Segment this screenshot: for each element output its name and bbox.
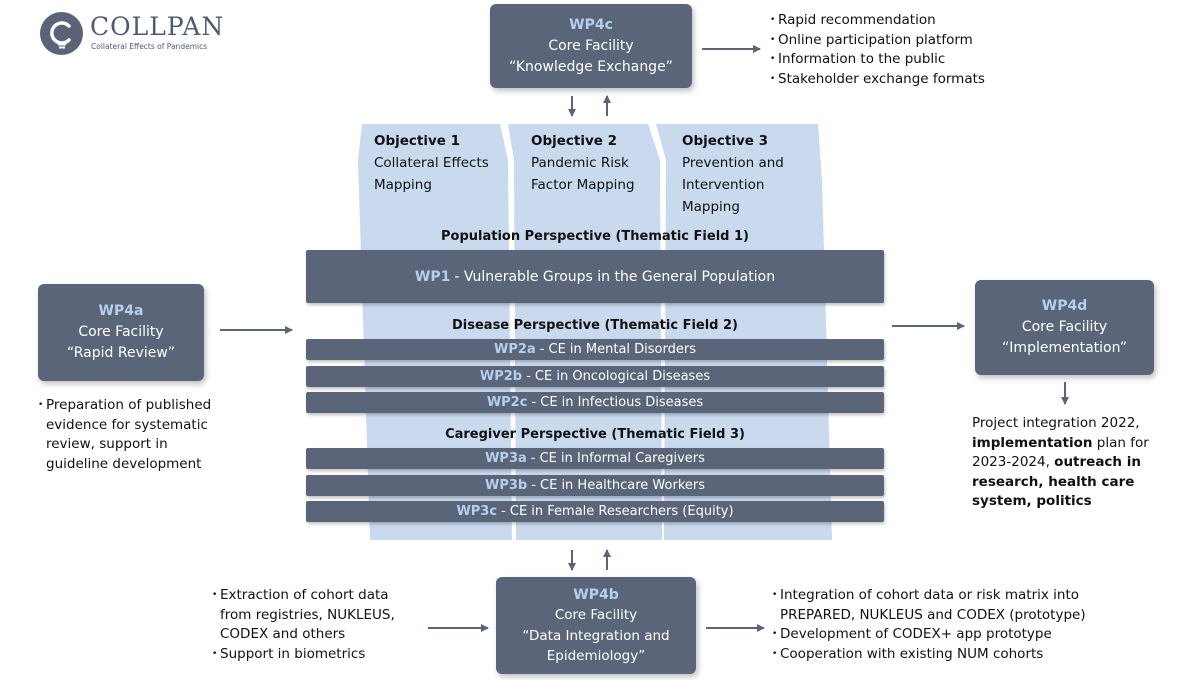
- wp4c-outputs: Rapid recommendation Online participatio…: [770, 11, 1030, 89]
- wp3c-label: WP3c: [456, 504, 498, 519]
- logo-title: COLLPAN: [90, 12, 225, 41]
- impl-bold: implementation: [972, 434, 1093, 451]
- wp4b-outputs: Integration of cohort data or risk matri…: [772, 586, 1192, 664]
- impl-bold: outreach in: [1054, 454, 1141, 470]
- impl-line: implementation plan for: [972, 434, 1194, 454]
- wp4b-inputs: Extraction of cohort data from registrie…: [212, 586, 422, 664]
- wp1-bar: WP1 - Vulnerable Groups in the General P…: [306, 250, 884, 303]
- impl-text: plan for: [1092, 434, 1149, 451]
- objective-3-line: Intervention: [682, 177, 765, 193]
- wp4d-line-1: Core Facility: [1021, 319, 1108, 335]
- wp4c-output-item: Information to the public: [770, 50, 1030, 70]
- impl-bold: research, health care: [972, 473, 1135, 490]
- wp3b-bar: WP3b - CE in Healthcare Workers: [306, 475, 884, 496]
- wp4b-line-2: “Data Integration and: [522, 627, 670, 644]
- impl-text: 2023-2024,: [972, 454, 1055, 470]
- impl-bold: system, politics: [972, 493, 1092, 509]
- objective-3-title: Objective 3: [682, 133, 769, 149]
- wp4c-output-item: Stakeholder exchange formats: [770, 70, 1030, 90]
- objective-3-line: Prevention and: [682, 155, 784, 171]
- wp4c-line-2: “Knowledge Exchange”: [509, 58, 673, 75]
- wp4b-input-item: Extraction of cohort data from registrie…: [212, 586, 422, 645]
- wp4d-box: WP4d Core Facility “Implementation”: [975, 280, 1154, 375]
- wp4a-box: WP4a Core Facility “Rapid Review”: [38, 284, 204, 381]
- lightbulb-c-icon: [49, 20, 71, 48]
- wp4b-output-item: Cooperation with existing NUM cohorts: [772, 645, 1192, 665]
- wp4d-implementation-text: Project integration 2022, implementation…: [972, 414, 1194, 512]
- wp2b-bar: WP2b - CE in Oncological Diseases: [306, 366, 884, 387]
- impl-line: Project integration 2022,: [972, 415, 1140, 431]
- population-perspective-heading: Population Perspective (Thematic Field 1…: [441, 229, 749, 244]
- wp4b-output-item: Integration of cohort data or risk matri…: [772, 586, 1192, 625]
- wp3c-text: - CE in Female Researchers (Equity): [501, 504, 734, 519]
- wp2c-label: WP2c: [486, 395, 528, 410]
- wp4b-line-3: Epidemiology”: [546, 648, 646, 664]
- wp4c-box: WP4c Core Facility “Knowledge Exchange”: [490, 4, 692, 88]
- wp2c-bar: WP2c - CE in Infectious Diseases: [306, 392, 884, 413]
- impl-line: research, health care: [972, 473, 1194, 493]
- objective-3-line: Mapping: [682, 199, 740, 215]
- wp3b-label: WP3b: [484, 478, 528, 493]
- wp4b-input-item: Support in biometrics: [212, 645, 422, 665]
- objective-2: Objective 2 Pandemic Risk Factor Mapping: [531, 130, 635, 196]
- wp4a-line-1: Core Facility: [78, 324, 164, 340]
- wp4c-output-item: Online participation platform: [770, 31, 1030, 51]
- caregiver-perspective-heading: Caregiver Perspective (Thematic Field 3): [445, 427, 745, 442]
- wp3a-bar: WP3a - CE in Informal Caregivers: [306, 448, 884, 469]
- objective-3: Objective 3 Prevention and Intervention …: [682, 130, 784, 218]
- wp1-text: - Vulnerable Groups in the General Popul…: [454, 268, 776, 285]
- wp4b-line-1: Core Facility: [554, 607, 638, 623]
- wp4c-label: WP4c: [569, 16, 613, 33]
- wp2a-label: WP2a: [493, 342, 536, 357]
- objective-2-title: Objective 2: [531, 133, 618, 149]
- objective-2-line: Pandemic Risk: [531, 155, 629, 171]
- objective-1: Objective 1 Collateral Effects Mapping: [374, 130, 489, 196]
- impl-line: system, politics: [972, 492, 1194, 512]
- wp3a-text: - CE in Informal Caregivers: [530, 451, 705, 466]
- collpan-logo-icon: [40, 12, 83, 55]
- wp4c-output-item: Rapid recommendation: [770, 11, 1030, 31]
- impl-line: 2023-2024, outreach in: [972, 453, 1194, 473]
- wp3a-label: WP3a: [485, 451, 527, 466]
- wp2b-label: WP2b: [479, 369, 523, 384]
- wp1-label: WP1: [414, 268, 451, 285]
- wp4c-line-1: Core Facility: [548, 37, 634, 54]
- wp4b-label: WP4b: [573, 586, 619, 603]
- wp3b-text: - CE in Healthcare Workers: [531, 478, 705, 493]
- objective-column-1: [358, 124, 512, 540]
- wp2a-bar: WP2a - CE in Mental Disorders: [306, 339, 884, 360]
- wp4d-label: WP4d: [1041, 298, 1088, 314]
- wp4b-box: WP4b Core Facility “Data Integration and…: [496, 577, 696, 674]
- wp4a-note-item: Preparation of published evidence for sy…: [38, 396, 258, 474]
- wp2b-text: - CE in Oncological Diseases: [526, 369, 711, 384]
- wp4b-output-item: Development of CODEX+ app prototype: [772, 625, 1192, 645]
- wp4a-line-2: “Rapid Review”: [66, 345, 176, 361]
- logo-subtitle: Collateral Effects of Pandemics: [91, 42, 208, 51]
- objective-1-title: Objective 1: [374, 133, 461, 149]
- wp4a-note: Preparation of published evidence for sy…: [38, 396, 258, 474]
- disease-perspective-heading: Disease Perspective (Thematic Field 2): [452, 318, 738, 333]
- wp4a-label: WP4a: [98, 303, 144, 319]
- objective-1-line: Collateral Effects: [374, 155, 489, 171]
- objective-2-line: Factor Mapping: [531, 177, 635, 193]
- objective-column-2: [508, 124, 662, 540]
- wp2c-text: - CE in Infectious Diseases: [531, 395, 704, 410]
- wp4d-line-2: “Implementation”: [1002, 340, 1127, 356]
- wp2a-text: - CE in Mental Disorders: [539, 342, 696, 357]
- wp3c-bar: WP3c - CE in Female Researchers (Equity): [306, 501, 884, 522]
- objective-column-3: [656, 124, 832, 540]
- objective-1-line: Mapping: [374, 177, 432, 193]
